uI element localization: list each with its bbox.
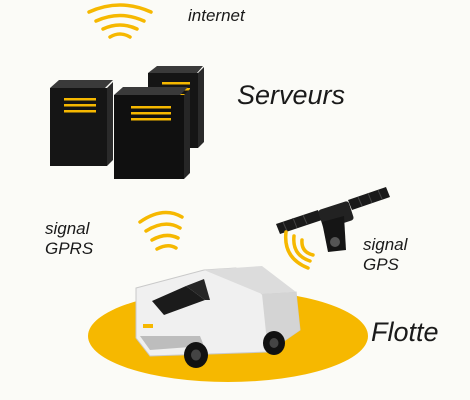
gprs-signal-label-line1: signal (45, 219, 90, 238)
server-tower-icon (50, 66, 204, 179)
internet-signal-icon (87, 3, 153, 39)
gprs-signal-label: signal GPRS (45, 219, 93, 259)
gprs-signal-label-line2: GPRS (45, 239, 94, 258)
internet-label: internet (188, 6, 245, 25)
gps-signal-label: signal GPS (363, 235, 407, 275)
fleet-label: Flotte (371, 317, 439, 347)
gps-signal-icon (283, 230, 315, 270)
gprs-signal-icon (138, 210, 184, 251)
satellite-icon (276, 187, 390, 252)
gps-signal-label-line1: signal (363, 235, 408, 254)
gps-signal-label-line2: GPS (363, 255, 399, 274)
van-icon (135, 266, 301, 368)
servers-label: Serveurs (237, 80, 346, 110)
